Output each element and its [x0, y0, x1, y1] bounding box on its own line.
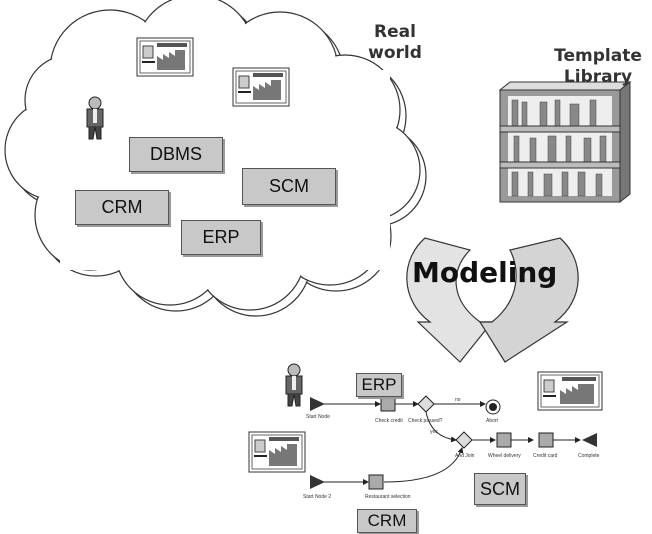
restaurant-selection-task-icon — [368, 474, 384, 490]
process-scm-tag: SCM — [474, 473, 526, 505]
abort-label: Abort — [486, 418, 498, 424]
abort-end-icon — [485, 399, 501, 415]
factory-template-card-4 — [248, 431, 306, 473]
factory-template-card-3 — [537, 371, 603, 411]
process-crm-tag: CRM — [357, 509, 417, 533]
template-library-title-line1: Template — [554, 46, 642, 66]
modeling-label: Modeling — [412, 256, 558, 289]
real-world-title: Real world — [362, 22, 428, 64]
wheel-delivery-label: Wheel delivery — [488, 453, 521, 459]
process-edges — [320, 401, 581, 485]
real-world-title-line1: Real — [374, 22, 416, 42]
check-credit-task-icon — [380, 396, 396, 412]
erp-box: ERP — [181, 220, 261, 255]
start-node-2-icon — [310, 475, 325, 489]
complete-end-icon — [582, 433, 597, 447]
real-world-title-line2: world — [368, 43, 422, 63]
dbms-box: DBMS — [129, 137, 223, 172]
factory-template-card-2 — [232, 67, 290, 107]
check-passed-gateway-icon — [417, 395, 435, 413]
start-node-label: Start Node — [306, 414, 330, 420]
template-library-bookshelf-icon — [498, 80, 632, 204]
template-library-title: Template Library — [548, 46, 648, 88]
scm-box: SCM — [242, 168, 336, 205]
process-erp-tag: ERP — [356, 373, 402, 397]
credit-card-label: Credit card — [533, 453, 558, 459]
person-icon — [86, 96, 104, 140]
start-node-2-label: Start Node 2 — [303, 494, 332, 500]
credit-card-task-icon — [538, 432, 554, 448]
crm-box: CRM — [75, 190, 169, 225]
start-node-icon — [310, 397, 325, 411]
edge-no-label: no — [455, 397, 461, 403]
restaurant-selection-label: Restaurant selection — [365, 494, 411, 500]
wheel-delivery-task-icon — [496, 432, 512, 448]
check-passed-label: Check passed? — [408, 418, 443, 424]
and-join-label: And Join — [455, 453, 475, 459]
factory-template-card-1 — [136, 37, 194, 77]
check-credit-label: Check credit — [375, 418, 403, 424]
modeling-arrows — [406, 237, 579, 363]
edge-yes-label: yes — [430, 429, 438, 435]
complete-label: Complete — [578, 453, 600, 459]
template-library-title-line2: Library — [563, 67, 633, 87]
and-join-gateway-icon — [455, 431, 473, 449]
process-person-icon — [285, 363, 303, 407]
